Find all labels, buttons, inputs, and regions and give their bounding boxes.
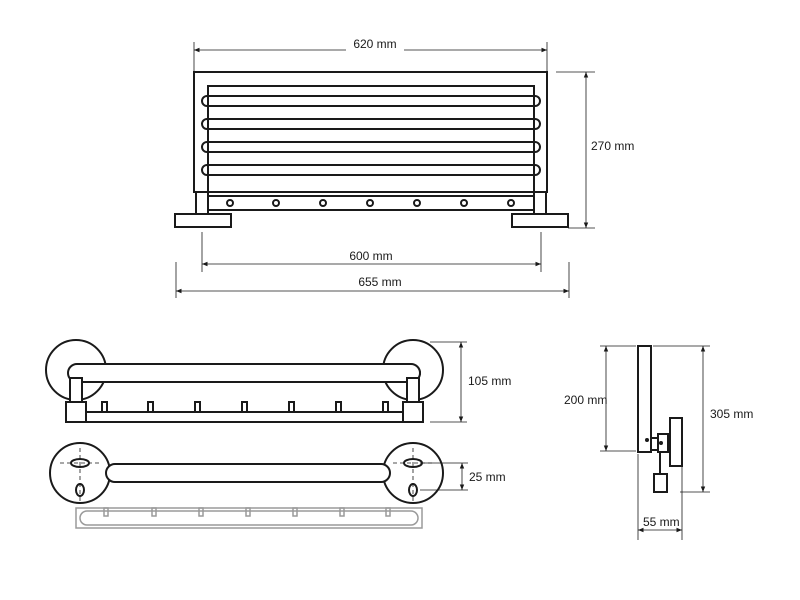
side-view: 200 mm 305 mm 55 mm [564, 345, 753, 540]
top-view-lower: 25 mm [49, 442, 506, 529]
dim-655: 655 mm [358, 275, 401, 289]
front-view: 620 mm 270 mm 600 mm 655 mm [174, 37, 634, 298]
dim-270: 270 mm [591, 139, 634, 153]
dim-620: 620 mm [353, 37, 396, 51]
dim-105: 105 mm [468, 374, 511, 388]
dim-305: 305 mm [710, 407, 753, 421]
dim-25: 25 mm [469, 470, 506, 484]
dim-55: 55 mm [643, 515, 680, 529]
front-bars [201, 95, 541, 176]
dim-200: 200 mm [564, 393, 607, 407]
front-hooks [226, 199, 515, 207]
top-view-upper: 105 mm [45, 339, 511, 423]
dim-600: 600 mm [349, 249, 392, 263]
ghost-hook-bar [75, 507, 423, 529]
top-hooks [101, 401, 389, 413]
